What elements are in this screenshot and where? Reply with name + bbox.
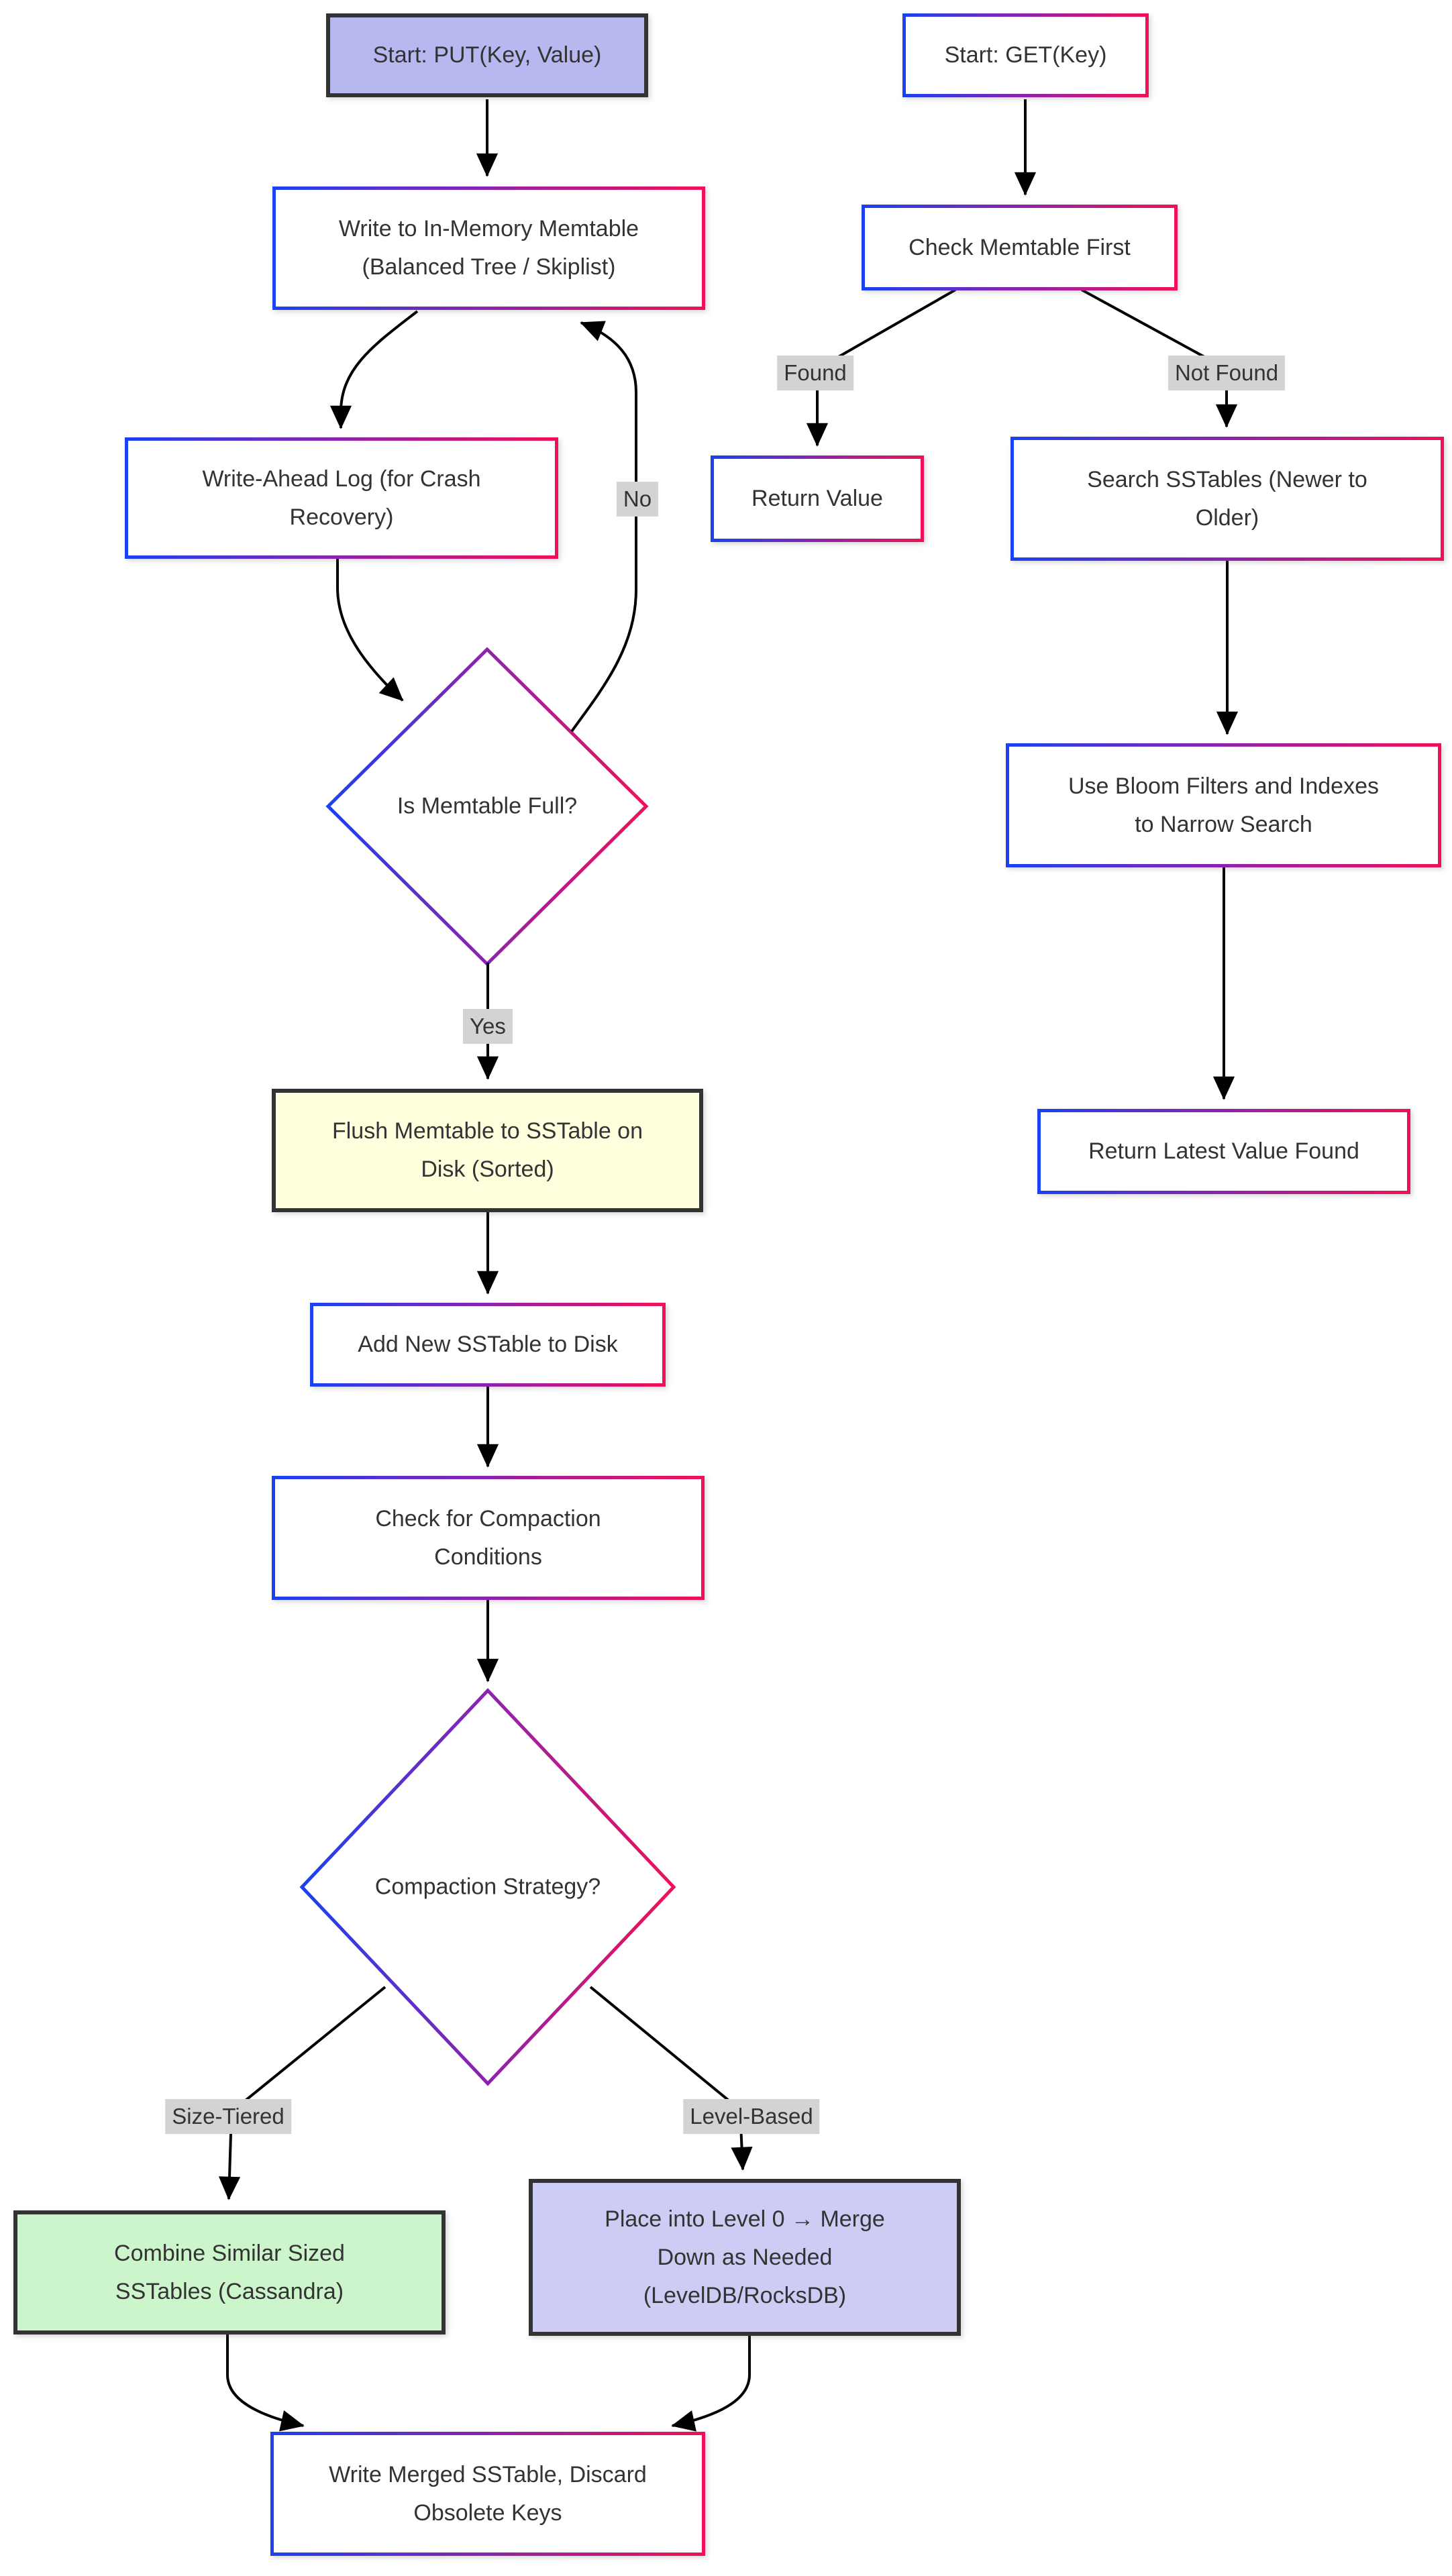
edge-label-no: No: [616, 482, 659, 517]
node-flush-memtable: Flush Memtable to SSTable on Disk (Sorte…: [272, 1089, 703, 1212]
edge-no-back-to-memtable: [570, 321, 637, 733]
edge-place-to-writemerged: [671, 2334, 751, 2432]
edge-label-found: Found: [777, 356, 853, 390]
edge-label-level-based: Level-Based: [683, 2099, 820, 2134]
node-combine-sstables: Combine Similar Sized SSTables (Cassandr…: [13, 2210, 446, 2334]
node-search-sstables: Search SSTables (Newer to Older): [1010, 437, 1444, 561]
node-check-compaction: Check for Compaction Conditions: [272, 1476, 705, 1600]
node-start-get: Start: GET(Key): [902, 13, 1149, 97]
edge-label-not-found: Not Found: [1168, 356, 1286, 390]
node-write-ahead-log: Write-Ahead Log (for Crash Recovery): [125, 437, 558, 559]
node-add-sstable: Add New SSTable to Disk: [310, 1303, 666, 1387]
edge-levelbased-to-place: [589, 1986, 753, 2171]
compaction-strategy-diamond-shape: [299, 1688, 676, 2086]
node-write-merged: Write Merged SSTable, Discard Obsolete K…: [270, 2432, 705, 2556]
node-write-memtable: Write to In-Memory Memtable (Balanced Tr…: [272, 186, 705, 310]
node-compaction-strategy: Compaction Strategy?: [374, 1874, 601, 1900]
node-bloom-filters: Use Bloom Filters and Indexes to Narrow …: [1006, 743, 1441, 867]
edge-wal-to-memtablefull: [336, 557, 404, 702]
node-check-memtable: Check Memtable First: [862, 205, 1178, 290]
edge-sizetiered-to-combine: [218, 1986, 386, 2200]
edge-label-size-tiered: Size-Tiered: [165, 2099, 291, 2134]
node-start-put: Start: PUT(Key, Value): [326, 13, 648, 97]
node-is-memtable-full: Is Memtable Full?: [397, 793, 578, 819]
edge-memtable-to-wal: [329, 310, 419, 429]
node-return-latest-value: Return Latest Value Found: [1037, 1109, 1410, 1194]
edge-combine-to-writemerged: [226, 2333, 305, 2432]
node-place-level0: Place into Level 0 → Merge Down as Neede…: [529, 2179, 961, 2336]
node-return-value: Return Value: [711, 455, 924, 542]
edge-label-yes: Yes: [463, 1009, 513, 1044]
